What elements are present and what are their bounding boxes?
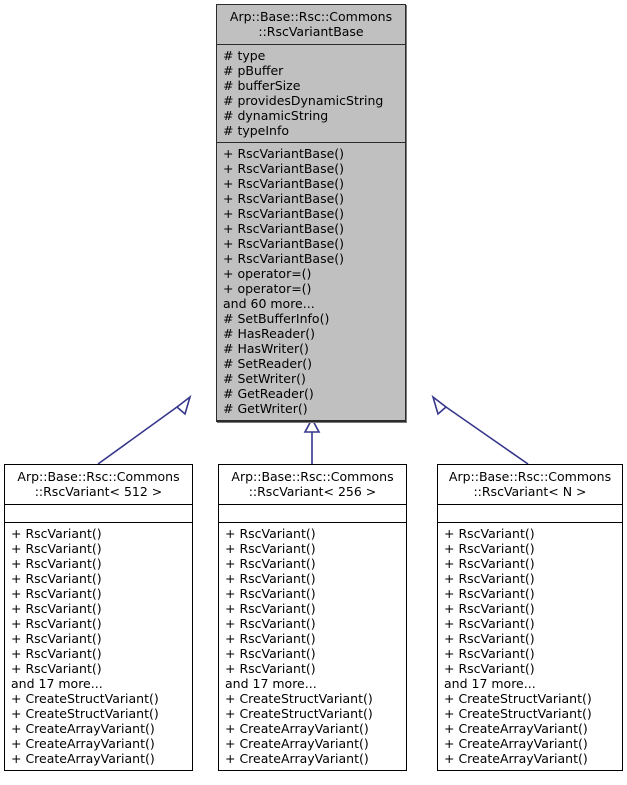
class-node-rscvariant-n[interactable]: Arp::Base::Rsc::Commons ::RscVariant< N … (437, 464, 623, 771)
class-title-rscvariant-256: Arp::Base::Rsc::Commons ::RscVariant< 25… (219, 465, 406, 505)
class-member: # SetWriter() (223, 371, 306, 386)
class-member: # bufferSize (223, 78, 301, 93)
class-member: + RscVariantBase() (223, 176, 345, 191)
class-member: + RscVariant() (11, 616, 102, 631)
class-member: and 17 more... (444, 676, 536, 691)
class-member: # SetReader() (223, 356, 312, 371)
class-member: + RscVariantBase() (223, 146, 345, 161)
class-member: + RscVariant() (444, 571, 535, 586)
inheritance-edge-variantN (431, 394, 529, 465)
class-member: + RscVariant() (11, 571, 102, 586)
methods-compartment-rscvariant-n: + RscVariant()+ RscVariant()+ RscVariant… (438, 523, 622, 770)
class-member: + RscVariant() (11, 661, 102, 676)
class-member: + RscVariantBase() (223, 206, 345, 221)
class-member: + operator=() (223, 281, 312, 296)
class-member: + RscVariant() (11, 541, 102, 556)
class-member: + RscVariant() (11, 526, 102, 541)
class-member: # GetWriter() (223, 401, 308, 416)
inheritance-edge-variant512 (97, 394, 192, 465)
class-member: + RscVariant() (11, 601, 102, 616)
class-member: + RscVariantBase() (223, 236, 345, 251)
class-member: + RscVariant() (225, 526, 316, 541)
class-member: + RscVariant() (444, 586, 535, 601)
class-member: + CreateStructVariant() (11, 691, 159, 706)
class-member: + RscVariant() (225, 616, 316, 631)
class-member: # dynamicString (223, 108, 329, 123)
class-title-rscvariant-512: Arp::Base::Rsc::Commons ::RscVariant< 51… (5, 465, 192, 505)
attributes-compartment-rscvariantbase: # type# pBuffer# bufferSize# providesDyn… (217, 45, 405, 143)
attributes-compartment-rscvariant-256 (219, 505, 406, 523)
class-member: + RscVariantBase() (223, 251, 345, 266)
class-member: + CreateArrayVariant() (444, 751, 588, 766)
class-member: + RscVariant() (444, 616, 535, 631)
class-member: + RscVariant() (225, 586, 316, 601)
class-member: + RscVariant() (225, 541, 316, 556)
class-member: # HasWriter() (223, 341, 309, 356)
attributes-compartment-rscvariant-n (438, 505, 622, 523)
class-member: + RscVariant() (225, 601, 316, 616)
class-member: and 60 more... (223, 296, 315, 311)
class-member: + CreateArrayVariant() (225, 751, 369, 766)
class-member: # HasReader() (223, 326, 316, 341)
class-member: + RscVariant() (444, 601, 535, 616)
class-member: + CreateArrayVariant() (11, 751, 155, 766)
class-member: + RscVariant() (11, 556, 102, 571)
class-title-rscvariantbase: Arp::Base::Rsc::Commons ::RscVariantBase (217, 5, 405, 45)
attributes-compartment-rscvariant-512 (5, 505, 192, 523)
methods-compartment-rscvariant-256: + RscVariant()+ RscVariant()+ RscVariant… (219, 523, 406, 770)
inheritance-edge-variant256 (303, 417, 321, 464)
methods-compartment-rscvariant-512: + RscVariant()+ RscVariant()+ RscVariant… (5, 523, 192, 770)
class-member: # type (223, 48, 266, 63)
class-member: + RscVariantBase() (223, 191, 345, 206)
class-member: + operator=() (223, 266, 312, 281)
class-member: and 17 more... (11, 676, 103, 691)
methods-compartment-rscvariantbase: + RscVariantBase()+ RscVariantBase()+ Rs… (217, 143, 405, 421)
class-member: + CreateArrayVariant() (11, 736, 155, 751)
class-member: # typeInfo (223, 123, 290, 138)
class-member: + RscVariant() (225, 646, 316, 661)
class-member: + RscVariant() (11, 631, 102, 646)
class-member: + RscVariant() (225, 571, 316, 586)
class-member: + RscVariant() (444, 646, 535, 661)
class-member: and 17 more... (225, 676, 317, 691)
class-member: + RscVariant() (225, 631, 316, 646)
class-member: # pBuffer (223, 63, 284, 78)
class-member: + RscVariant() (225, 661, 316, 676)
class-member: + CreateStructVariant() (444, 691, 592, 706)
class-node-rscvariant-512[interactable]: Arp::Base::Rsc::Commons ::RscVariant< 51… (4, 464, 193, 771)
class-member: # providesDynamicString (223, 93, 384, 108)
class-member: + CreateStructVariant() (225, 706, 373, 721)
class-node-rscvariant-256[interactable]: Arp::Base::Rsc::Commons ::RscVariant< 25… (218, 464, 407, 771)
class-member: + CreateArrayVariant() (225, 721, 369, 736)
class-member: + RscVariant() (444, 661, 535, 676)
class-member: + CreateArrayVariant() (225, 736, 369, 751)
class-member: + RscVariant() (11, 586, 102, 601)
class-member: + CreateArrayVariant() (11, 721, 155, 736)
class-member: + CreateArrayVariant() (444, 736, 588, 751)
class-member: + RscVariant() (444, 541, 535, 556)
class-member: + CreateStructVariant() (225, 691, 373, 706)
class-member: # GetReader() (223, 386, 314, 401)
class-member: + CreateStructVariant() (444, 706, 592, 721)
class-member: # SetBufferInfo() (223, 311, 330, 326)
class-member: + RscVariant() (225, 556, 316, 571)
class-title-rscvariant-n: Arp::Base::Rsc::Commons ::RscVariant< N … (438, 465, 622, 505)
class-node-rscvariantbase[interactable]: Arp::Base::Rsc::Commons ::RscVariantBase… (216, 4, 406, 422)
class-member: + RscVariant() (444, 526, 535, 541)
class-member: + RscVariant() (444, 631, 535, 646)
class-member: + RscVariantBase() (223, 161, 345, 176)
class-member: + RscVariant() (444, 556, 535, 571)
class-member: + CreateArrayVariant() (444, 721, 588, 736)
class-member: + CreateStructVariant() (11, 706, 159, 721)
class-member: + RscVariant() (11, 646, 102, 661)
class-member: + RscVariantBase() (223, 221, 345, 236)
